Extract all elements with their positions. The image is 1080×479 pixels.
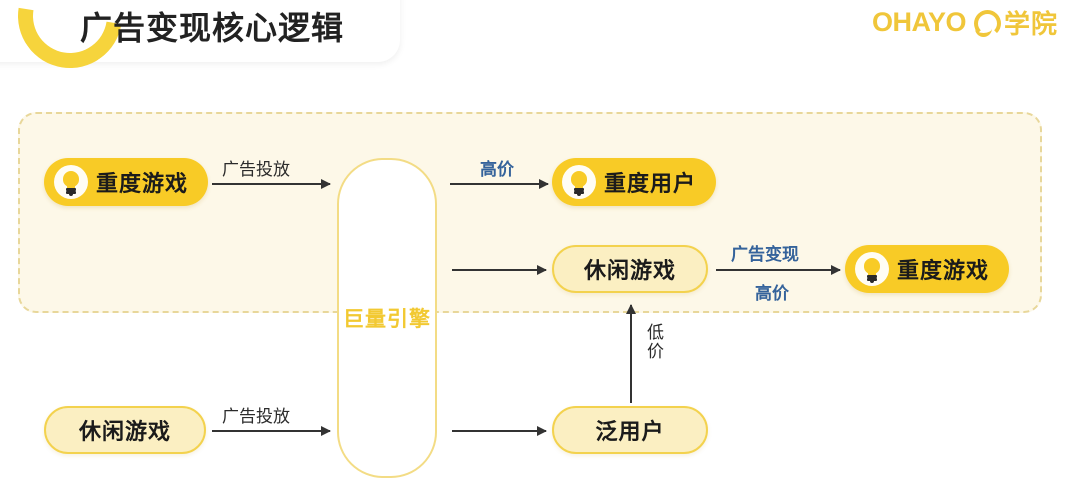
brand-logo: OHAYO 学院 [872,4,1058,41]
logo-smiley-icon [972,9,1001,37]
label-ad-monetize: 广告变现 [731,245,799,264]
node-heavy-game-right[interactable]: 重度游戏 [845,245,1010,293]
logo-wordmark: OHAYO [871,7,967,37]
lightbulb-icon [855,252,889,286]
node-label: 重度游戏 [96,171,189,196]
arrow-engine-to-heavy-user [450,179,549,189]
arrow-general-user-to-casual-game [626,304,636,403]
page-title: 广告变现核心逻辑 [80,10,345,46]
arrow-heavy-game-to-engine [212,179,331,189]
label-high-price-top: 高价 [480,160,514,179]
node-label: 休闲游戏 [78,419,171,444]
arrow-casual-game-to-heavy-game [716,265,841,275]
engine-node[interactable]: 巨量引擎 [337,158,437,478]
node-label: 重度游戏 [897,258,990,283]
node-casual-game-bottom[interactable]: 休闲游戏 [44,406,206,454]
node-casual-game-mid[interactable]: 休闲游戏 [552,245,708,293]
arrow-engine-to-general-user [452,426,547,436]
lightbulb-icon [54,165,88,199]
node-general-user[interactable]: 泛用户 [552,406,708,454]
node-label: 泛用户 [595,419,665,444]
title-card [0,0,400,62]
node-heavy-user[interactable]: 重度用户 [552,158,717,206]
label-ad-delivery-top: 广告投放 [222,160,290,179]
label-high-price-right: 高价 [755,284,789,303]
node-label: 重度用户 [604,171,697,196]
lightbulb-icon [562,165,596,199]
label-ad-delivery-bottom: 广告投放 [222,407,290,426]
logo-subtitle: 学院 [1003,9,1058,39]
arrow-casual-game-bottom-to-engine [212,426,331,436]
engine-label: 巨量引擎 [343,308,431,331]
node-label: 休闲游戏 [583,258,676,283]
arrow-engine-to-casual-game [452,265,547,275]
node-heavy-game-left[interactable]: 重度游戏 [44,158,209,206]
label-low-price: 低价 [644,323,663,361]
